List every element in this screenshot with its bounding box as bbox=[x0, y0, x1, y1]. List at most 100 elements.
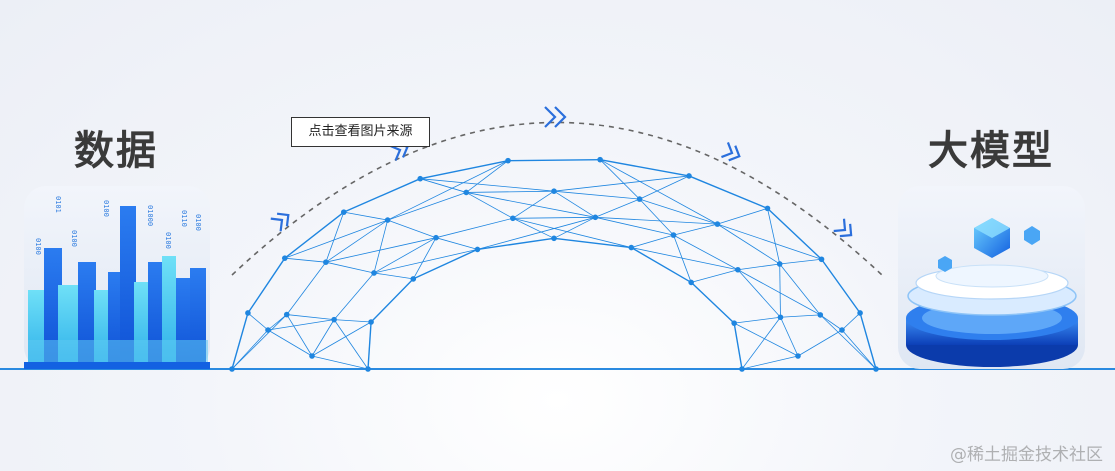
mesh-node bbox=[323, 259, 329, 266]
mesh-edge bbox=[734, 316, 781, 324]
mesh-edge bbox=[688, 175, 768, 210]
mesh-node bbox=[688, 279, 694, 286]
mesh-node bbox=[510, 215, 516, 222]
mesh-node bbox=[739, 366, 745, 372]
mesh-edge bbox=[733, 323, 743, 370]
chevron-arrows bbox=[270, 106, 853, 238]
mesh-edge bbox=[311, 355, 369, 370]
chevron-icon bbox=[270, 212, 290, 232]
mesh-node bbox=[817, 312, 824, 318]
mesh-edge bbox=[420, 178, 555, 192]
mesh-edge bbox=[343, 178, 421, 213]
mesh-edge bbox=[780, 314, 821, 318]
mesh-edge bbox=[737, 263, 780, 271]
image-source-tooltip[interactable]: 点击查看图片来源 bbox=[291, 117, 430, 147]
mesh-edge bbox=[267, 314, 288, 331]
mesh-node bbox=[636, 196, 643, 202]
data-title: 数据 bbox=[74, 128, 158, 174]
mesh-edge bbox=[267, 319, 335, 331]
mesh-edge bbox=[733, 322, 799, 357]
mesh-edge bbox=[690, 281, 735, 324]
mesh-edge bbox=[599, 159, 718, 225]
mesh-edge bbox=[779, 263, 781, 318]
mesh-edge bbox=[841, 312, 861, 331]
mesh-edge bbox=[717, 207, 768, 225]
mesh-node bbox=[505, 157, 511, 164]
mesh-node bbox=[463, 189, 470, 196]
mesh-node bbox=[309, 353, 315, 359]
mesh-node bbox=[776, 261, 783, 267]
mesh-edge bbox=[412, 237, 437, 280]
mesh-edge bbox=[512, 216, 596, 219]
mesh-edge bbox=[553, 175, 690, 192]
binary-label: 0100 bbox=[70, 230, 78, 247]
mesh-edge bbox=[639, 175, 690, 200]
mesh-edge bbox=[717, 223, 780, 265]
mesh-edge bbox=[512, 217, 632, 248]
mesh-edge bbox=[673, 234, 739, 271]
mesh-node bbox=[551, 188, 557, 194]
mesh-node bbox=[371, 270, 377, 276]
mesh-edge bbox=[512, 217, 555, 239]
binary-label: 0100 bbox=[164, 232, 172, 249]
data-bars-illustration bbox=[24, 206, 210, 369]
mesh-node bbox=[265, 327, 271, 333]
mesh-node bbox=[818, 256, 825, 263]
mesh-edge bbox=[820, 314, 877, 370]
mesh-edge bbox=[373, 249, 478, 274]
mesh-edge bbox=[373, 237, 437, 274]
mesh-edge bbox=[599, 159, 640, 200]
mesh-edge bbox=[231, 312, 249, 370]
mesh-node bbox=[365, 366, 371, 372]
mesh-edge bbox=[284, 211, 345, 259]
mesh-edge bbox=[325, 219, 388, 263]
mesh-edge bbox=[767, 208, 781, 265]
mesh-edge bbox=[333, 319, 369, 370]
mesh-edge bbox=[595, 216, 718, 225]
mesh-edge bbox=[387, 160, 509, 221]
mesh-node bbox=[340, 209, 347, 215]
mesh-edge bbox=[859, 312, 877, 370]
mesh-edge bbox=[231, 314, 288, 370]
mesh-edge bbox=[373, 219, 389, 274]
mesh-node bbox=[873, 366, 879, 372]
mesh-edge bbox=[286, 261, 327, 315]
mesh-edge bbox=[841, 329, 877, 370]
mesh-node bbox=[670, 232, 677, 238]
mesh-node bbox=[686, 173, 692, 179]
mesh-edge bbox=[631, 247, 738, 271]
mesh-edge bbox=[779, 263, 821, 316]
mesh-edge bbox=[553, 190, 596, 218]
mesh-edge bbox=[247, 312, 269, 331]
mesh-edge bbox=[412, 248, 478, 280]
mesh-node bbox=[331, 316, 337, 323]
mesh-edge bbox=[691, 269, 738, 283]
mesh-edge bbox=[267, 329, 313, 357]
mesh-node bbox=[368, 319, 374, 325]
mesh-node bbox=[735, 266, 741, 273]
mesh-node bbox=[384, 217, 391, 223]
mesh-edge bbox=[387, 219, 437, 239]
mesh-edge bbox=[797, 329, 843, 357]
mesh-edge bbox=[311, 321, 372, 357]
mesh-node bbox=[597, 156, 603, 163]
mesh-edge bbox=[595, 216, 674, 236]
mesh-edge bbox=[780, 317, 799, 357]
chevron-icon bbox=[544, 106, 567, 128]
mesh-node bbox=[839, 327, 845, 333]
binary-label: 0110 bbox=[180, 210, 188, 227]
mesh-node bbox=[857, 310, 863, 316]
mesh-edge bbox=[286, 314, 313, 357]
mesh-edge bbox=[673, 234, 692, 283]
mesh-edge bbox=[466, 192, 514, 219]
mesh-edge bbox=[820, 258, 861, 314]
cube-icon bbox=[938, 218, 1040, 272]
chevron-icon bbox=[721, 142, 741, 162]
mesh-edge bbox=[477, 216, 596, 250]
mesh-edge bbox=[477, 237, 555, 251]
mesh-node bbox=[731, 320, 737, 326]
mesh-edge bbox=[247, 257, 286, 314]
mesh-edge bbox=[553, 237, 632, 249]
mesh-edge bbox=[741, 355, 799, 370]
